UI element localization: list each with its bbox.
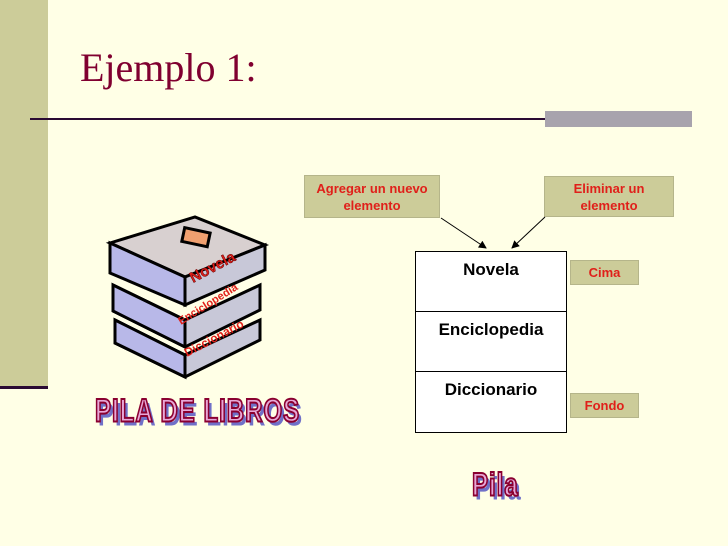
pop-arrow (511, 216, 546, 249)
push-arrow (440, 217, 487, 249)
caption-pila-de-libros: PILA DE LIBROS (94, 392, 301, 430)
book-stack-illustration: Novela Enciclopedia Diccionario (105, 215, 270, 380)
label-pop: Eliminar un elemento (544, 176, 674, 217)
stack-item-bottom: Diccionario (444, 380, 538, 399)
caption-pila: Pila (471, 466, 519, 504)
book-middle (111, 282, 262, 350)
label-top: Cima (570, 260, 639, 285)
book-top (105, 215, 270, 308)
stack-item-top: Novela (416, 252, 566, 312)
slide-title: Ejemplo 1: (80, 45, 257, 90)
book-bottom (113, 317, 262, 380)
title-rule (30, 118, 692, 120)
stack-item-middle: Enciclopedia (416, 312, 566, 372)
left-accent-bar (0, 0, 48, 386)
label-bottom: Fondo (570, 393, 639, 418)
stack-diagram: Novela Enciclopedia Diccionario (415, 251, 567, 433)
rule-accent-box (545, 111, 692, 127)
label-push: Agregar un nuevo elemento (304, 175, 440, 218)
left-accent-line (0, 386, 48, 389)
